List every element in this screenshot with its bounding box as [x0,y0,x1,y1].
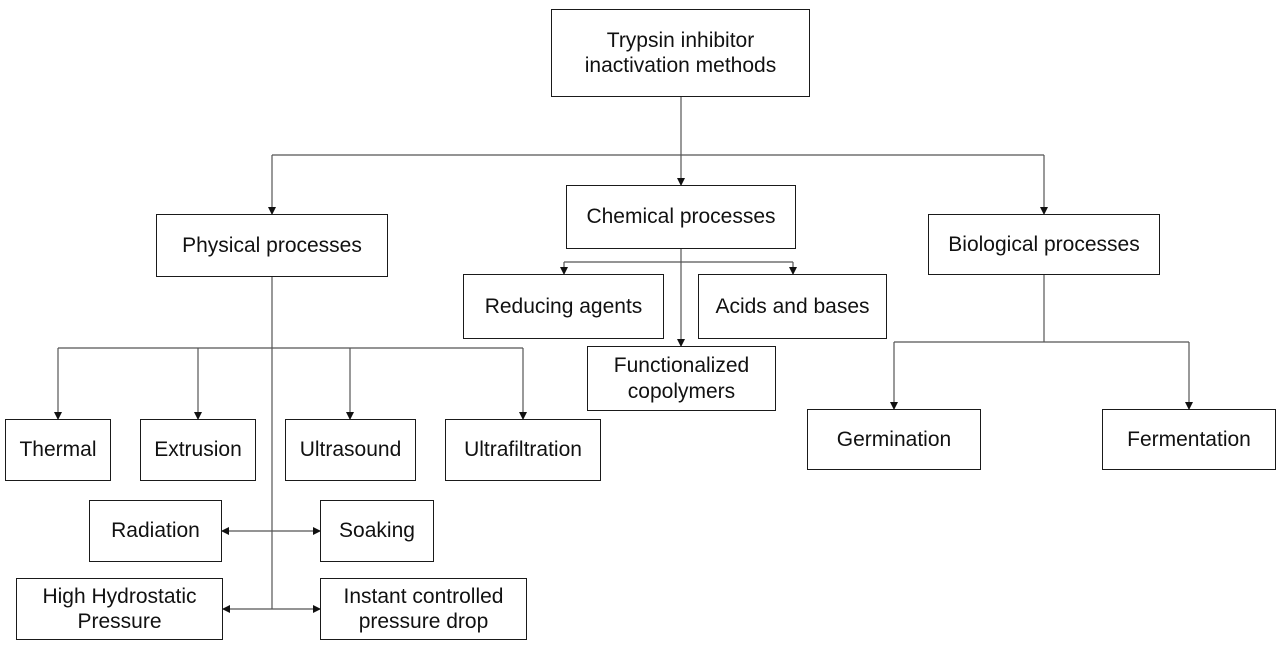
reducing-agents-node: Reducing agents [463,274,664,339]
extrusion-node: Extrusion [140,419,256,481]
ultrasound-node: Ultrasound [285,419,416,481]
radiation-node: Radiation [89,500,222,562]
biological-processes-node: Biological processes [928,214,1160,275]
instant-controlled-pressure-drop-node: Instant controlled pressure drop [320,578,527,640]
physical-processes-node: Physical processes [156,214,388,277]
fermentation-node: Fermentation [1102,409,1276,470]
acids-and-bases-node: Acids and bases [698,274,887,339]
ultrafiltration-node: Ultrafiltration [445,419,601,481]
germination-node: Germination [807,409,981,470]
soaking-node: Soaking [320,500,434,562]
thermal-node: Thermal [5,419,111,481]
chemical-processes-node: Chemical processes [566,185,796,249]
high-hydrostatic-pressure-node: High Hydrostatic Pressure [16,578,223,640]
functionalized-copolymers-node: Functionalized copolymers [587,346,776,411]
root-node: Trypsin inhibitor inactivation methods [551,9,810,97]
